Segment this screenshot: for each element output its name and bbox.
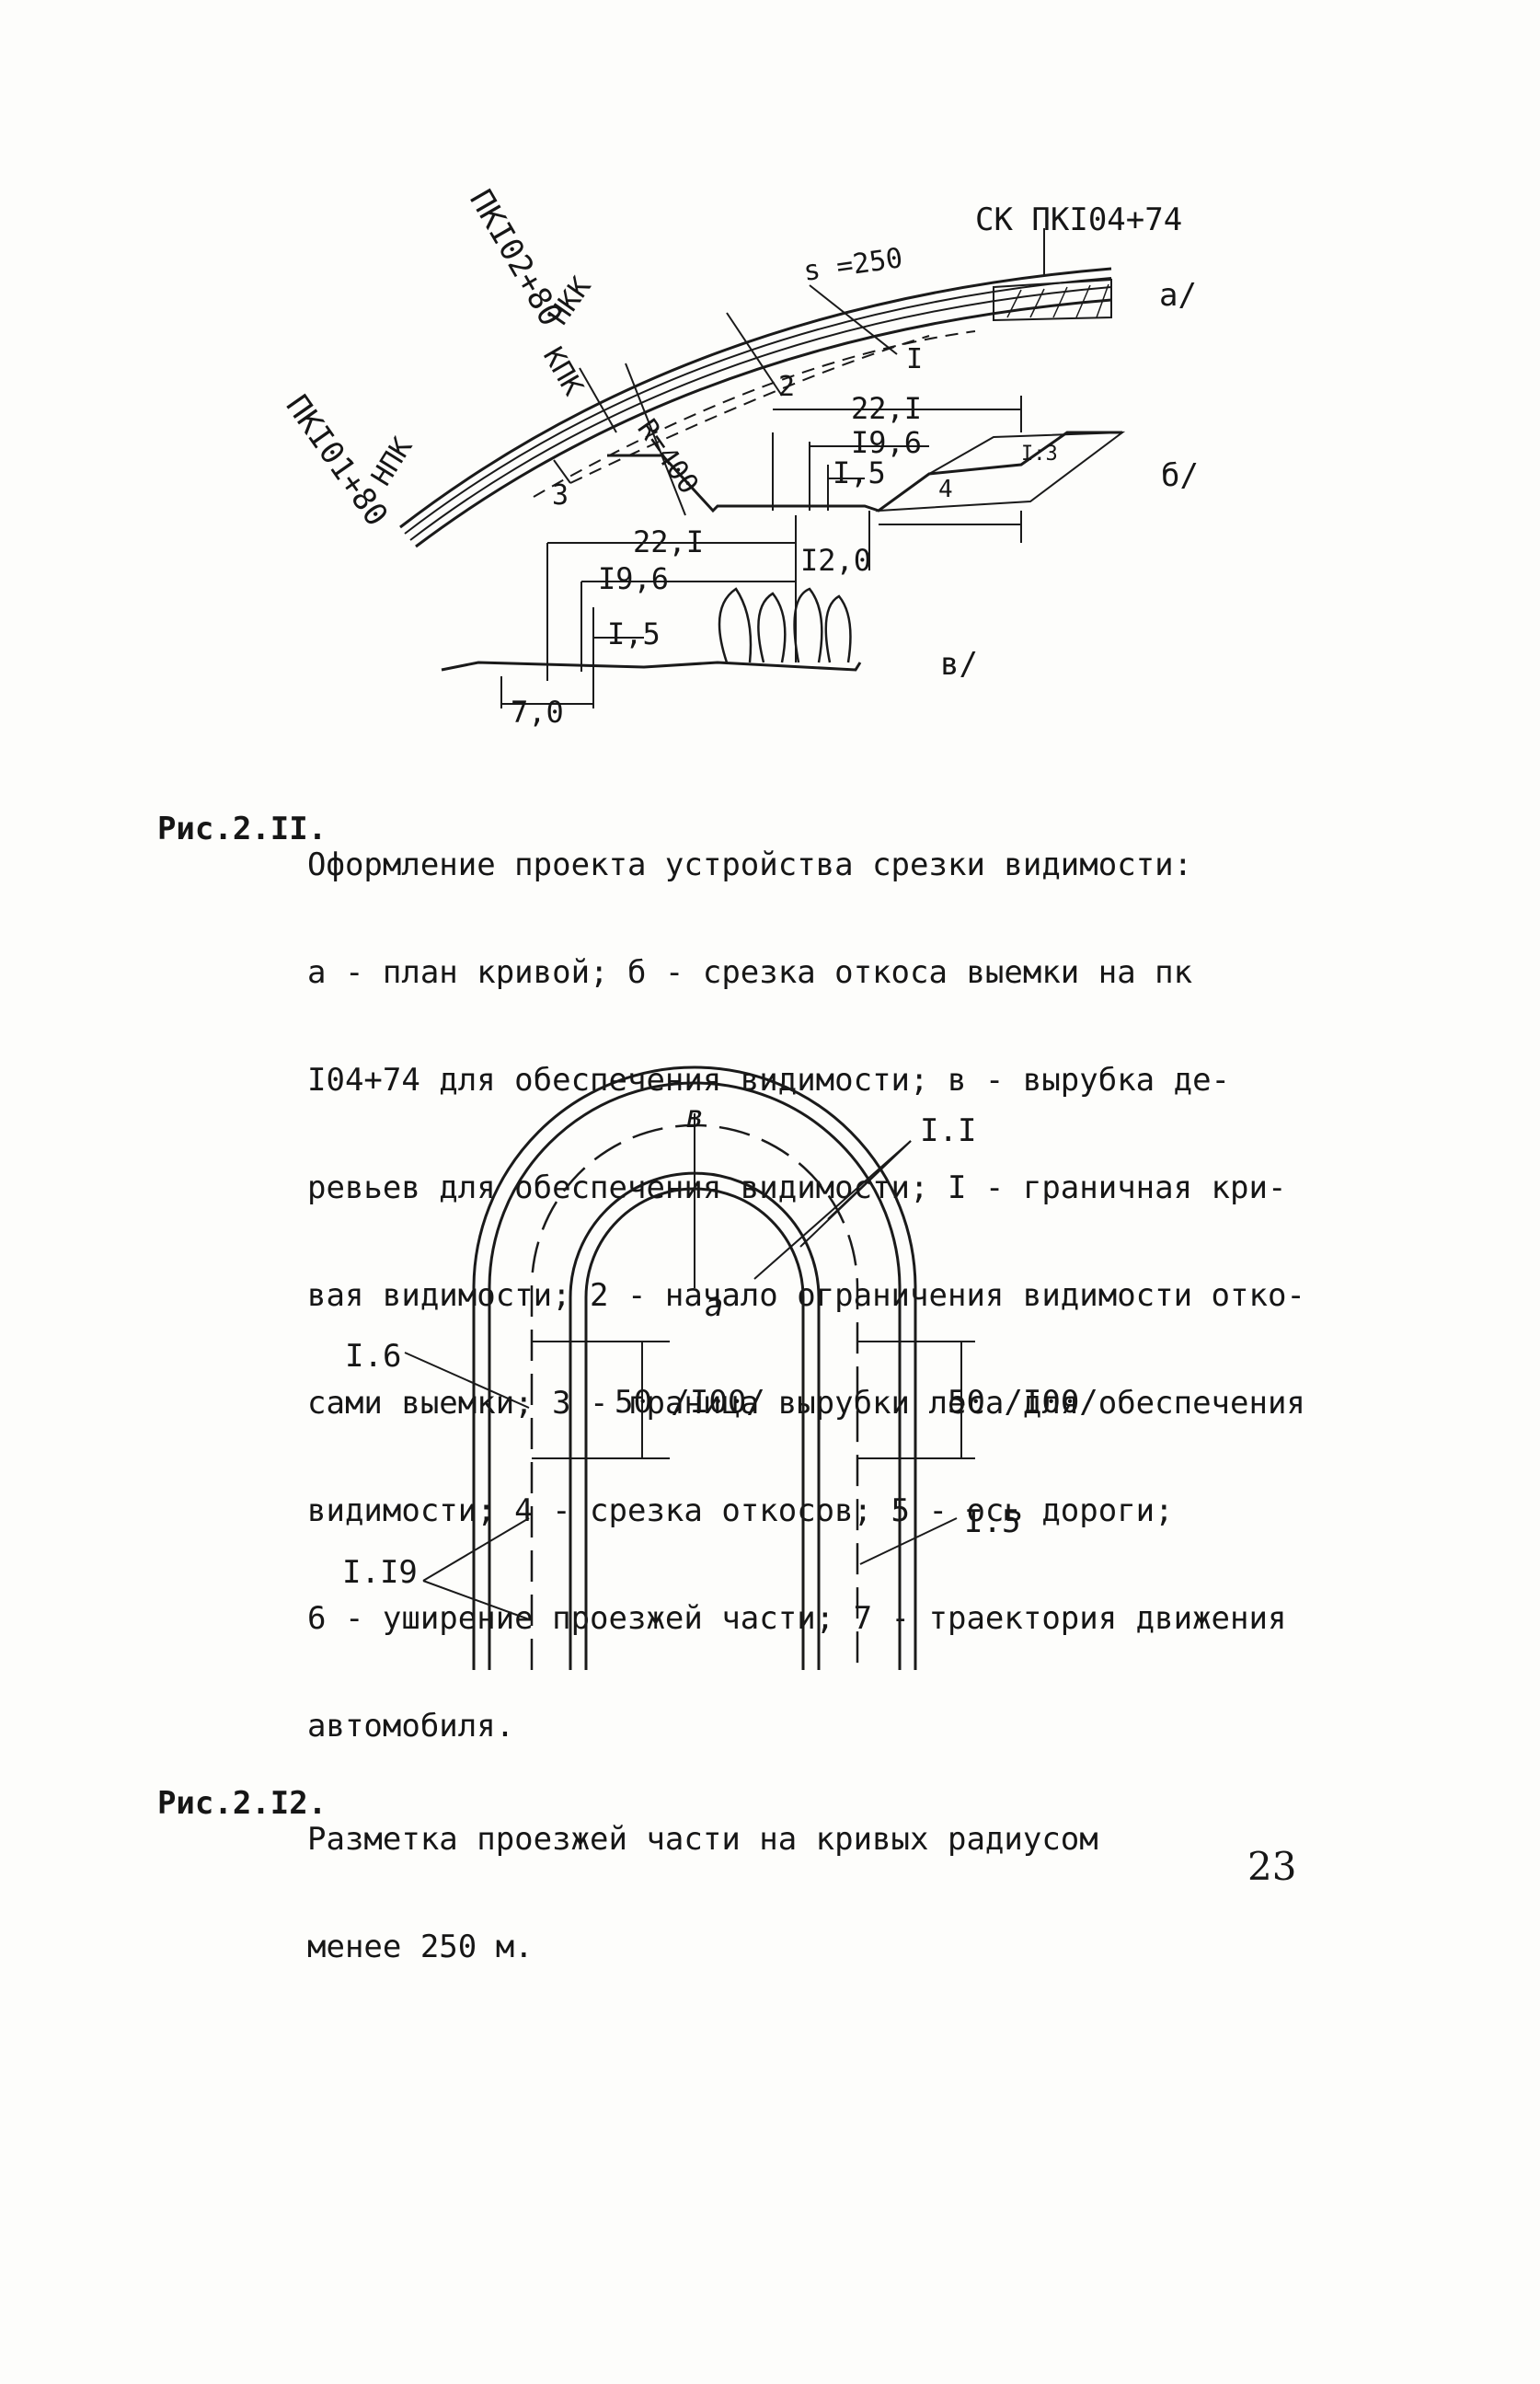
label-n2: 2 bbox=[778, 371, 795, 403]
dim-v-22-1: 22,I bbox=[633, 524, 704, 559]
caption-line: видимости; 4 - срезка откосов; 5 - ось д… bbox=[307, 1492, 1174, 1529]
dim-b-22-1: 22,I bbox=[851, 391, 922, 426]
page-number: 23 bbox=[1247, 1844, 1297, 1889]
caption-line: Разметка проезжей части на кривых радиус… bbox=[307, 1821, 1098, 1858]
road-edge-inner bbox=[415, 298, 1112, 548]
label-n4: 4 bbox=[938, 476, 953, 503]
caption-line: вая видимости; 2 - начало ограничения ви… bbox=[307, 1277, 1305, 1314]
trees bbox=[718, 587, 852, 663]
dim-12-0: I2,0 bbox=[800, 543, 871, 578]
caption-line: I04+74 для обеспечения видимости; в - вы… bbox=[307, 1062, 1231, 1099]
road-edge-outer bbox=[399, 267, 1112, 529]
caption-line: 6 - уширение проезжей части; 7 - траекто… bbox=[307, 1600, 1287, 1637]
ground-line-v bbox=[441, 661, 862, 672]
caption-line: менее 250 м. bbox=[307, 1929, 534, 1965]
caption-line: сами выемки; 3 - граница вырубки леса дл… bbox=[307, 1385, 1305, 1422]
dim-v-19-6: I9,6 bbox=[598, 561, 669, 596]
dim-v-1-5: I,5 bbox=[607, 616, 661, 651]
dim-7-0: 7,0 bbox=[511, 695, 564, 730]
caption-line: Оформление проекта устройства срезки вид… bbox=[307, 846, 1193, 883]
caption-line: автомобиля. bbox=[307, 1708, 515, 1745]
figure-2-11-drawing: СК ПКI04+74 s =250 ПКI02+80 НКК КПК ПКI0… bbox=[279, 184, 1199, 731]
cross-section-b bbox=[607, 431, 1122, 513]
label-1-5: I.5 bbox=[964, 1503, 1020, 1540]
sight-curve-1 bbox=[533, 330, 976, 498]
label-a: а/ bbox=[1159, 277, 1197, 314]
label-v: в/ bbox=[940, 646, 978, 683]
caption-fig-2-11-head: Рис.2.II. bbox=[156, 811, 328, 847]
label-slope: I:3 bbox=[1021, 443, 1058, 466]
figure-2-12-drawing: в а I.I I.6 I.5 I.I9 50 /I00/ 50 /I00/ bbox=[342, 1065, 1098, 1670]
road-axis bbox=[409, 286, 1112, 541]
label-center-a: а bbox=[705, 1287, 723, 1324]
dim-b-19-6: I9,6 bbox=[851, 425, 922, 460]
caption-fig-2-12-head: Рис.2.I2. bbox=[156, 1785, 328, 1822]
label-1-19: I.I9 bbox=[342, 1554, 418, 1591]
cutback-slope bbox=[875, 431, 1126, 513]
label-1-1: I.I bbox=[920, 1112, 976, 1149]
label-n3: 3 bbox=[552, 479, 569, 512]
label-top-v: в bbox=[685, 1099, 704, 1135]
road-outer-edge bbox=[472, 1065, 917, 1670]
caption-fig-2-12: Разметка проезжей части на кривых радиус… bbox=[307, 1750, 1098, 2001]
label-n1: I bbox=[906, 343, 923, 375]
label-b: б/ bbox=[1161, 457, 1199, 494]
road-edge-line bbox=[488, 1081, 902, 1670]
dim-b-1-5: I,5 bbox=[833, 455, 886, 490]
dim-left-50-100: 50 /I00/ bbox=[615, 1384, 765, 1421]
caption-fig-2-11: Оформление проекта устройства срезки вид… bbox=[307, 776, 1305, 1780]
caption-line: а - план кривой; б - срезка откоса выемк… bbox=[307, 954, 1193, 991]
cut-hatch bbox=[993, 278, 1112, 322]
label-1-6: I.6 bbox=[345, 1338, 401, 1375]
dim-right-50-100: 50 /I00/ bbox=[948, 1384, 1098, 1421]
label-sk: СК ПКI04+74 bbox=[975, 202, 1182, 238]
